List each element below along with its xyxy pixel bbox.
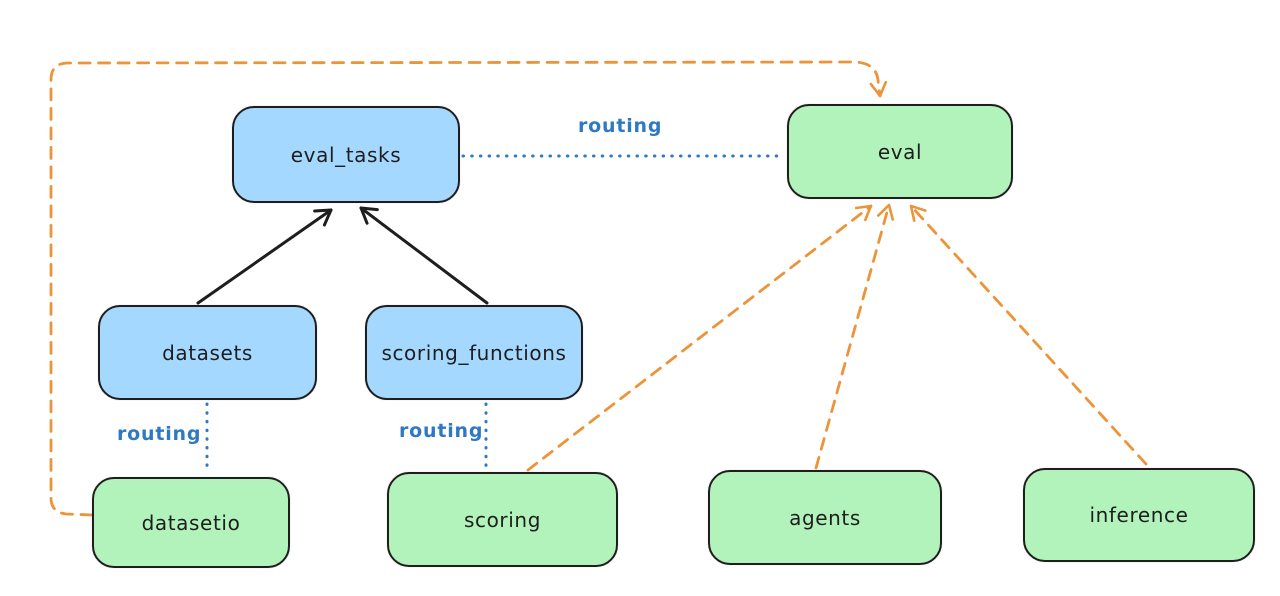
node-scoring-functions[interactable]: scoring_functions <box>365 305 583 400</box>
node-eval-tasks[interactable]: eval_tasks <box>232 106 460 203</box>
edge-inference-to-eval[interactable] <box>909 204 1148 466</box>
edge-datasets-to-eval-tasks[interactable] <box>196 208 333 305</box>
edge-label-routing-scoring-functions-scoring: routing <box>399 420 484 442</box>
edge-label-routing-datasets-datasetio: routing <box>117 423 202 445</box>
node-datasets[interactable]: datasets <box>98 305 317 400</box>
edge-scoring-functions-to-eval-tasks[interactable] <box>359 206 489 305</box>
node-scoring[interactable]: scoring <box>387 472 618 567</box>
node-eval-tasks-label: eval_tasks <box>290 142 402 167</box>
node-agents[interactable]: agents <box>708 470 942 565</box>
node-inference-label: inference <box>1089 503 1189 527</box>
node-eval-label: eval <box>877 139 923 164</box>
edge-agents-to-eval[interactable] <box>814 203 895 470</box>
edge-scoring-to-eval[interactable] <box>526 204 873 472</box>
node-datasetio[interactable]: datasetio <box>92 477 290 568</box>
edge-label-routing-eval-tasks-eval: routing <box>578 115 663 137</box>
node-eval[interactable]: eval <box>787 104 1013 199</box>
node-datasetio-label: datasetio <box>141 510 241 535</box>
node-scoring-functions-label: scoring_functions <box>381 340 567 365</box>
node-agents-label: agents <box>789 505 861 530</box>
node-scoring-label: scoring <box>463 507 541 532</box>
node-datasets-label: datasets <box>162 340 253 365</box>
node-inference[interactable]: inference <box>1023 468 1255 562</box>
